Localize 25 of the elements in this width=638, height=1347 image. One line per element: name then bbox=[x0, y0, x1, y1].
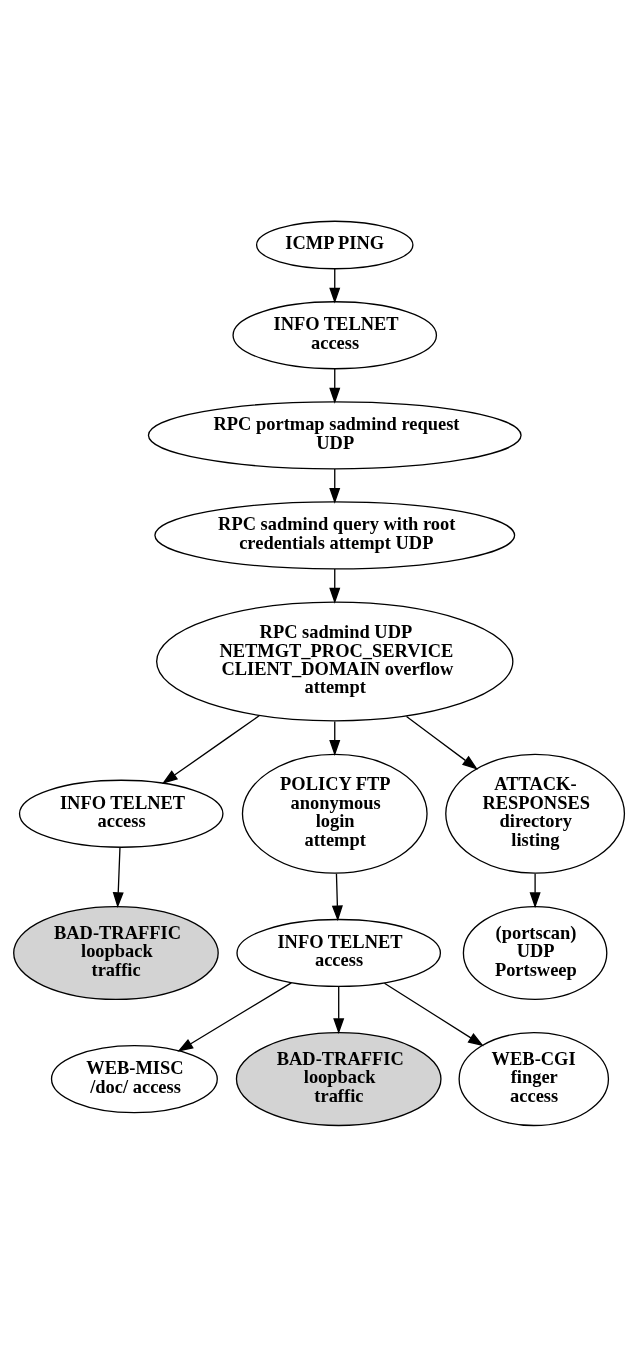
arrow bbox=[383, 982, 484, 1047]
arrow bbox=[177, 982, 292, 1052]
arrow bbox=[333, 986, 345, 1035]
arrow bbox=[329, 468, 341, 504]
node-ellipse: RPC sadmind query with root credentials attempt UDP bbox=[154, 501, 516, 570]
node-ellipse: RPC portmap sadmind request UDP bbox=[147, 401, 522, 470]
node-ellipse: ICMP PING bbox=[255, 220, 414, 270]
node-ellipse: INFO TELNET access bbox=[232, 301, 438, 370]
arrow bbox=[329, 568, 341, 604]
node-ellipse: (portscan) UDP Portsweep bbox=[462, 905, 608, 1001]
node-ellipse: RPC sadmind UDP NETMGT_PROC_SERVICE CLIENT_DOMAIN overflow attempt bbox=[156, 601, 514, 722]
arrow bbox=[529, 873, 541, 909]
arrow bbox=[405, 715, 478, 770]
node-ellipse: INFO TELNET access bbox=[236, 918, 442, 988]
arrow bbox=[329, 268, 341, 304]
arrow bbox=[161, 714, 261, 784]
node-ellipse: INFO TELNET access bbox=[18, 779, 224, 848]
node-ellipse: WEB-MISC /doc/ access bbox=[50, 1044, 218, 1114]
node-ellipse: BAD-TRAFFIC loopback traffic bbox=[235, 1032, 442, 1127]
arrow bbox=[112, 846, 124, 909]
node-ellipse: BAD-TRAFFIC loopback traffic bbox=[13, 905, 219, 1001]
node-ellipse: POLICY FTP anonymous login attempt bbox=[241, 753, 428, 874]
arrow bbox=[331, 873, 343, 922]
arrow bbox=[329, 368, 341, 404]
arrow bbox=[329, 720, 341, 756]
